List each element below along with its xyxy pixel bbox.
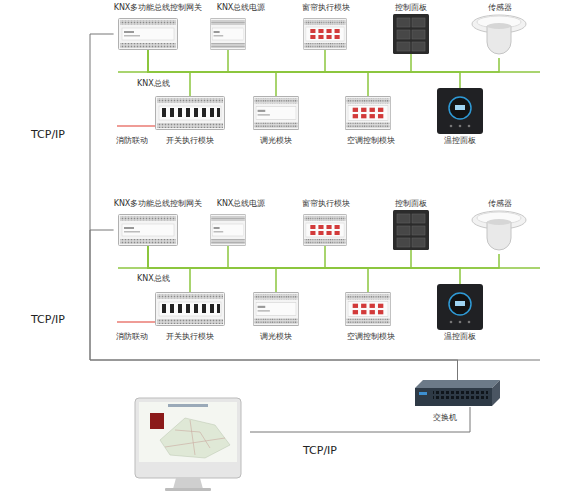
knx-bus-link [148, 50, 228, 72]
device-node: 窗帘执行模块 [302, 199, 350, 246]
knx-bus-link [148, 50, 411, 72]
device-label: 空调控制模块 [347, 136, 395, 146]
knx-bus-link [148, 50, 190, 96]
icon-part [165, 420, 225, 455]
device-node: KNX多功能总线控制网关 [114, 3, 203, 50]
device-node: 控制面板 [393, 199, 429, 250]
free-label: 消防联动 [116, 332, 148, 342]
device-label: 传感器 [488, 3, 512, 13]
control-panel [393, 14, 429, 54]
knx-bus-link [148, 246, 325, 268]
link-label: TCP/IP [30, 313, 66, 326]
knx-bus-link [148, 246, 499, 268]
icon-part [160, 418, 230, 458]
network-switch [415, 380, 500, 406]
knx-bus-link [148, 50, 276, 96]
network-wire [457, 360, 540, 361]
knx-bus-link [148, 246, 276, 292]
knx-group-copy [117, 210, 540, 330]
device-label: 窗帘执行模块 [302, 3, 350, 13]
device-node: 传感器 [470, 199, 528, 254]
knx-bus-link [148, 246, 368, 292]
icon-part [135, 398, 241, 478]
device-label: 温控面板 [444, 136, 476, 146]
device-label: KNX总线电源 [217, 3, 266, 13]
knx-bus-link [148, 246, 228, 268]
device-label: 窗帘执行模块 [302, 199, 350, 209]
knx-bus-link [148, 50, 368, 96]
device-label: 调光模块 [260, 332, 292, 342]
device-node: KNX多功能总线控制网关 [114, 199, 203, 246]
device-node: 温控面板 [437, 88, 483, 146]
icon-part [173, 478, 203, 489]
device-node: 空调控制模块 [345, 292, 395, 342]
icon-part [168, 404, 208, 407]
icon-part [150, 413, 164, 429]
link-label: TCP/IP [30, 128, 66, 141]
device-node: 开关执行模块 [155, 292, 225, 342]
device-label: 传感器 [488, 199, 512, 209]
device-node: 调光模块 [253, 292, 299, 342]
device-label: 空调控制模块 [347, 332, 395, 342]
curtain-module [303, 19, 346, 50]
knx-bus-link [148, 50, 325, 72]
knx-bus-link [148, 246, 190, 292]
device-node: KNX总线电源 [210, 3, 265, 50]
network-wire [250, 407, 470, 432]
knx-bus-link [148, 50, 499, 72]
device-label: 调光模块 [260, 136, 292, 146]
device-node: 开关执行模块 [155, 96, 225, 146]
gateway-module [119, 19, 178, 50]
device-label: 温控面板 [444, 332, 476, 342]
device-node: 温控面板 [437, 284, 483, 342]
thermostat-panel [437, 88, 483, 134]
knx-bus-link [148, 246, 460, 284]
free-label: KNX总线 [137, 274, 170, 284]
icon-part [139, 402, 237, 462]
device-node: 窗帘执行模块 [302, 3, 350, 50]
device-node: KNX总线电源 [210, 199, 265, 246]
icon-part [165, 488, 211, 491]
device-label: KNX多功能总线控制网关 [114, 3, 203, 13]
device-label: 控制面板 [395, 199, 427, 209]
aircon-module [345, 97, 390, 130]
computer-illustration [135, 398, 241, 491]
ceiling-sensor [472, 15, 526, 54]
fire-link-line [117, 125, 155, 126]
tcpip-link [90, 34, 458, 380]
device-label: 交换机 [433, 413, 457, 423]
device-label: KNX多功能总线控制网关 [114, 199, 203, 209]
knx-bus-link [148, 50, 460, 88]
device-node: 控制面板 [393, 3, 429, 54]
device-label: 控制面板 [395, 3, 427, 13]
tcpip-link [90, 230, 458, 380]
device-node: 传感器 [470, 3, 528, 58]
free-label: KNX总线 [137, 79, 170, 89]
switch-actuator [156, 97, 225, 130]
power-module [210, 19, 245, 50]
device-label: KNX总线电源 [217, 199, 266, 209]
dimmer-module [253, 97, 298, 130]
device-node: 空调控制模块 [345, 96, 395, 146]
device-label: 开关执行模块 [166, 332, 214, 342]
free-label: 消防联动 [116, 136, 148, 146]
device-node: 调光模块 [253, 96, 299, 146]
knx-bus-link [148, 246, 411, 268]
device-label: 开关执行模块 [166, 136, 214, 146]
device-node: 交换机 [415, 380, 500, 423]
knx-group [117, 14, 540, 134]
free-label: TCP/IP [303, 444, 337, 457]
